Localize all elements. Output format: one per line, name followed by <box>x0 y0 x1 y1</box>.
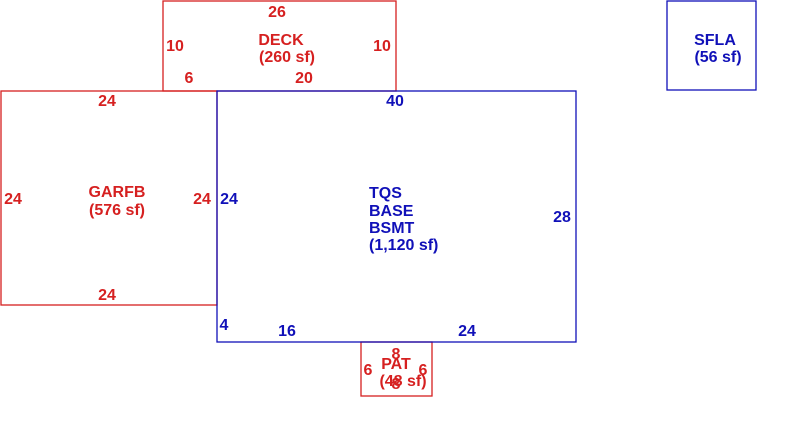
main-outline <box>216 90 577 343</box>
main-label-line-2: BASE <box>369 203 414 220</box>
pat-dim-left: 6 <box>364 362 373 379</box>
main-dim-right: 28 <box>553 209 571 226</box>
main-dim-bottom-right: 24 <box>458 323 476 340</box>
sfla-outline <box>666 0 757 91</box>
main-area: (1,120 sf) <box>369 237 438 254</box>
deck-dim-bottom-left: 6 <box>185 70 194 87</box>
deck-dim-top: 26 <box>268 4 286 21</box>
main-dim-bottom-mid: 16 <box>278 323 296 340</box>
main-label-line-3: BSMT <box>369 220 415 237</box>
pat-dim-bottom: 8 <box>392 376 401 393</box>
garfb-dim-left: 24 <box>4 191 22 208</box>
pat-area: (48 sf) <box>379 373 426 390</box>
main-dim-top: 40 <box>386 93 404 110</box>
deck-dim-right: 10 <box>373 38 391 55</box>
pat-dim-right: 6 <box>419 362 428 379</box>
sfla-name: SFLA <box>694 32 736 49</box>
garfb-name: GARFB <box>89 184 146 201</box>
deck-dim-left: 10 <box>166 38 184 55</box>
main-dim-left: 24 <box>220 191 238 208</box>
main-dim-bottom-left-vertical: 4 <box>220 317 229 334</box>
deck-area: (260 sf) <box>259 49 315 66</box>
sfla-area: (56 sf) <box>694 49 741 66</box>
garfb-dim-right: 24 <box>193 191 211 208</box>
deck-name: DECK <box>258 32 304 49</box>
main-label-line-1: TQS <box>369 185 402 202</box>
garfb-area: (576 sf) <box>89 202 145 219</box>
garfb-dim-top: 24 <box>98 93 116 110</box>
garfb-dim-bottom: 24 <box>98 287 116 304</box>
pat-dim-top: 8 <box>392 346 401 363</box>
deck-dim-bottom-right: 20 <box>295 70 313 87</box>
pat-name: PAT <box>381 356 411 373</box>
